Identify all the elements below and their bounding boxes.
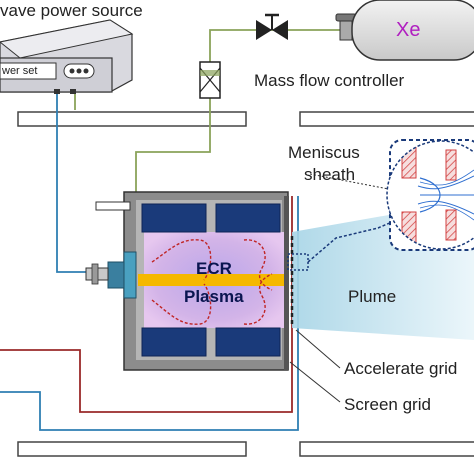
mass-flow-controller-label: Mass flow controller bbox=[254, 71, 405, 90]
accelerate-grid-wire bbox=[0, 196, 299, 431]
ion-thruster bbox=[85, 191, 294, 371]
chamber-wall-bottom bbox=[17, 441, 474, 457]
power-set-label: wer set bbox=[2, 65, 38, 77]
valve-icon bbox=[256, 13, 288, 40]
ion-beam bbox=[138, 274, 284, 286]
meniscus-zoom-inset bbox=[386, 139, 474, 251]
screen-grid bbox=[284, 196, 289, 370]
power-source-title: vave power source bbox=[0, 1, 143, 20]
magnet-bottom-left bbox=[141, 327, 207, 357]
microwave-power-supply bbox=[0, 19, 134, 94]
magnet-top-left bbox=[141, 203, 207, 233]
mass-flow-controller-icon bbox=[199, 61, 221, 99]
screen-grid-label: Screen grid bbox=[344, 395, 431, 414]
screen-grid-wire bbox=[0, 196, 293, 413]
plume-label: Plume bbox=[348, 287, 397, 306]
accelerate-grid-label: Accelerate grid bbox=[344, 359, 458, 378]
ecr-label: ECR bbox=[196, 259, 232, 278]
plasma-label: Plasma bbox=[184, 287, 244, 306]
chamber-wall-top bbox=[17, 111, 474, 127]
xenon-gas-tank bbox=[335, 0, 474, 61]
magnet-top-right bbox=[215, 203, 281, 233]
magnet-bottom-right bbox=[215, 327, 281, 357]
meniscus-label: Meniscus bbox=[288, 143, 360, 162]
xenon-label: Xe bbox=[396, 19, 421, 41]
dual-port-connector-icon bbox=[63, 63, 95, 79]
sheath-label: sheath bbox=[304, 165, 356, 184]
